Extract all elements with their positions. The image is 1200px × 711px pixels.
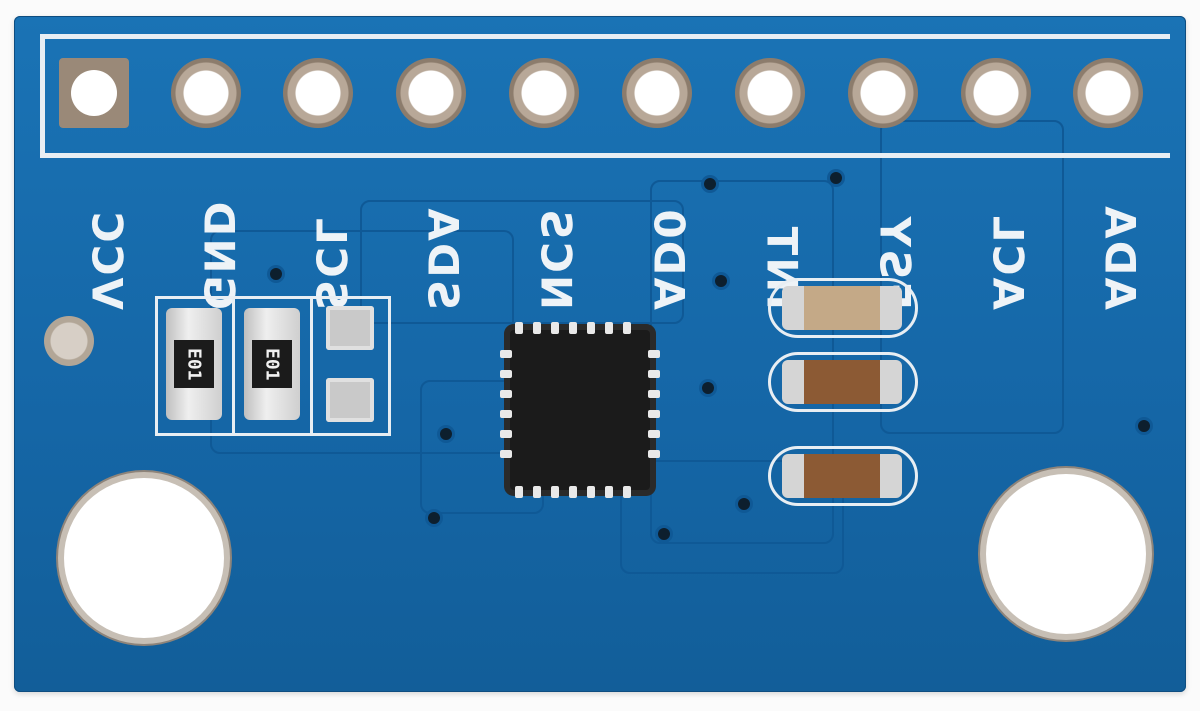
pin-label-ncs: NCS [531,206,581,310]
via [658,528,670,540]
ic-pin [500,450,512,458]
ic-pin [587,322,595,334]
via [830,172,842,184]
via [270,268,282,280]
mounting-hole-left [64,478,224,638]
smd-resistor-1: E01 [166,308,222,420]
pin-pad-9 [961,58,1031,128]
ic-pin [648,370,660,378]
ic-pin [648,390,660,398]
pin-pad-10 [1073,58,1143,128]
solder-pad [326,306,374,350]
smd-capacitor-2 [782,360,902,404]
ic-pin [623,486,631,498]
ic-pin [648,450,660,458]
pin-label-gnd: GND [194,199,244,311]
ic-pin [500,350,512,358]
ic-pin [500,430,512,438]
ic-pin [551,486,559,498]
resistor-silkscreen-divider [232,296,235,436]
pin-pad-7 [735,58,805,128]
ic-pin [648,430,660,438]
pin-pad-6 [622,58,692,128]
via [738,498,750,510]
pin-label-ada: ADA [1095,204,1145,310]
ic-pin [533,486,541,498]
resistor-marking: E01 [252,340,292,388]
resistor-silkscreen-divider [310,296,313,436]
via [428,512,440,524]
pin-pad-3 [283,58,353,128]
capacitor-silkscreen-outline [768,352,918,412]
smd-resistor-2: E01 [244,308,300,420]
pin-header-outline [40,34,1170,158]
ic-pin [515,486,523,498]
pin-label-ad0: AD0 [644,207,694,310]
ic-pin [648,410,660,418]
pin-pad-8 [848,58,918,128]
ic-pin [569,322,577,334]
pin-label-vcc: VCC [82,209,132,310]
ic-chip [510,330,650,490]
ic-pin [605,486,613,498]
resistor-silkscreen-outline [155,296,391,436]
pin-pad-4 [396,58,466,128]
pin-pad-1 [59,58,129,128]
smd-capacitor-1 [782,286,902,330]
ic-pin [500,370,512,378]
ic-pin [533,322,541,334]
fiducial-mark [44,316,94,366]
mounting-hole-right [986,474,1146,634]
ic-pin [648,350,660,358]
via [1138,420,1150,432]
resistor-marking: E01 [174,340,214,388]
capacitor-silkscreen-outline [768,278,918,338]
pin-label-acl: ACL [983,213,1033,310]
ic-pin [500,410,512,418]
ic-pin [515,322,523,334]
trace [880,120,1064,434]
pin-label-scl: SCL [306,216,356,310]
ic-chip-marking [538,360,618,460]
via [702,382,714,394]
ic-pin [500,390,512,398]
ic-pin [587,486,595,498]
ic-pin [623,322,631,334]
solder-pad [326,378,374,422]
via [715,275,727,287]
via [440,428,452,440]
capacitor-silkscreen-outline [768,446,918,506]
pin-pad-2 [171,58,241,128]
via [704,178,716,190]
ic-pin [605,322,613,334]
pin-label-sda: SDA [418,206,468,310]
pin-pad-5 [509,58,579,128]
ic-pin [551,322,559,334]
smd-capacitor-3 [782,454,902,498]
trace [620,460,844,574]
ic-pin [569,486,577,498]
